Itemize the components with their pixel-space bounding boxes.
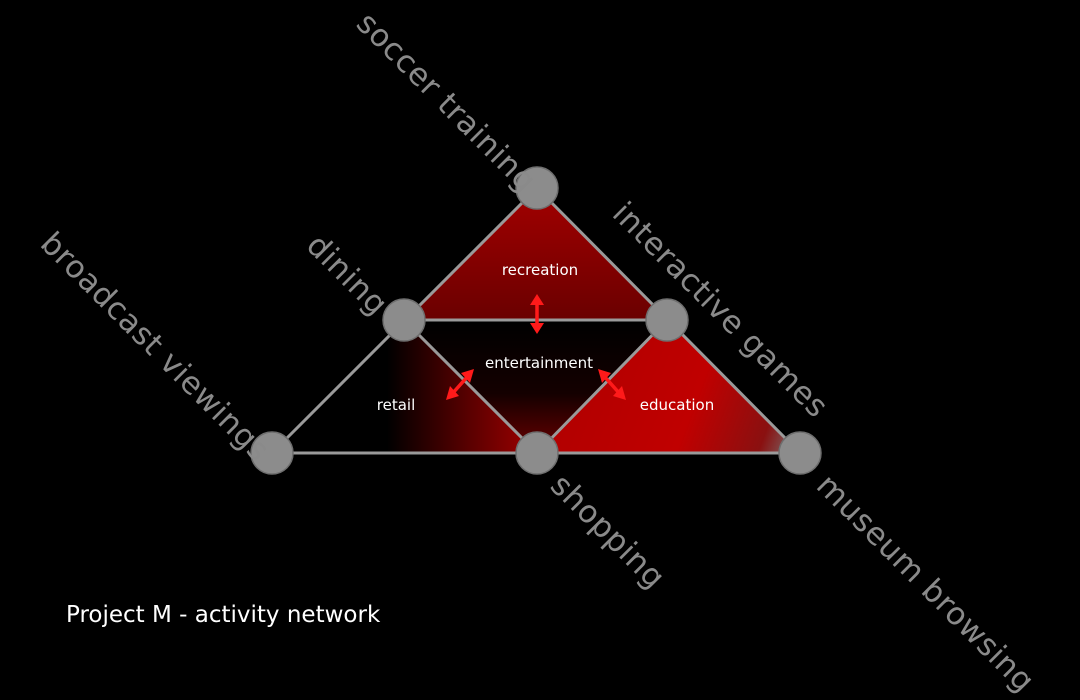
entertainment-education-arrow bbox=[598, 369, 626, 400]
retail-region bbox=[272, 320, 537, 453]
education-region bbox=[537, 320, 800, 453]
node-soccer-training bbox=[515, 166, 559, 210]
diagram-caption: Project M - activity network bbox=[66, 602, 381, 628]
node-museum-browsing bbox=[778, 431, 822, 475]
node-dining bbox=[382, 298, 426, 342]
network-graphic bbox=[250, 166, 822, 475]
entertainment-label: entertainment bbox=[485, 354, 593, 372]
network-nodes bbox=[250, 166, 822, 475]
recreation-label: recreation bbox=[501, 261, 579, 279]
recreation-entertainment-arrow bbox=[530, 294, 544, 334]
entertainment-retail-arrow bbox=[446, 369, 474, 400]
recreation-region bbox=[404, 188, 667, 320]
activity-network-diagram: recreation entertainment retail educatio… bbox=[33, 5, 1041, 699]
retail-label: retail bbox=[376, 396, 416, 414]
education-label: education bbox=[639, 396, 715, 414]
node-shopping bbox=[515, 431, 559, 475]
node-broadcast-viewings bbox=[250, 431, 294, 475]
entertainment-region bbox=[404, 320, 667, 453]
node-interactive-games bbox=[645, 298, 689, 342]
connection-arrows bbox=[446, 294, 626, 400]
